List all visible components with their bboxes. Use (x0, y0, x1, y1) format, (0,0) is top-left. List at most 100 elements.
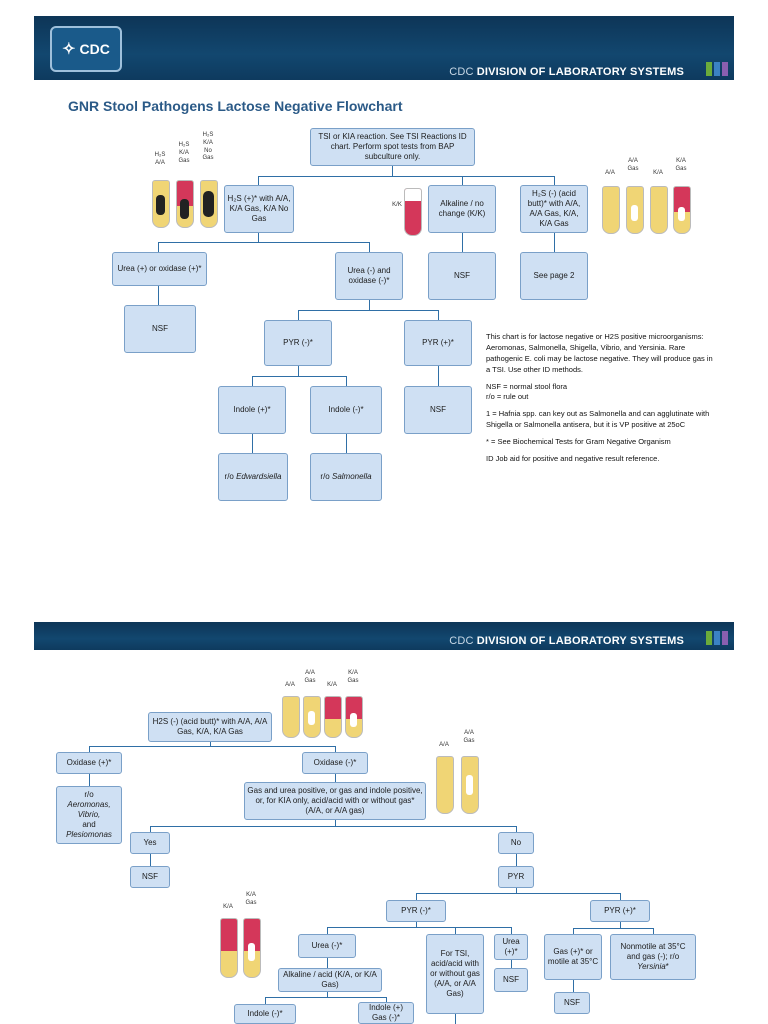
pyr-negative-box: PYR (-)* (264, 320, 332, 366)
tube-aa (602, 186, 620, 234)
connector (210, 742, 211, 746)
tube-ka-gas (345, 696, 363, 738)
connector (327, 958, 328, 968)
alkaline-acid-box: Alkaline / acid (K/A, or K/A Gas) (278, 968, 382, 992)
tube-label: K/A (223, 904, 233, 910)
tube-label: K/A (327, 682, 337, 688)
note-hafnia: 1 = Hafnia spp. can key out as Salmonell… (486, 409, 710, 430)
h2s-positive-box: H₂S (+)* with A/A, K/A Gas, K/A No Gas (224, 185, 294, 233)
tube-label: A/A (285, 682, 295, 688)
tube-aa (436, 756, 454, 814)
connector (416, 893, 620, 894)
connector (89, 746, 90, 752)
oxidase-negative-box: Oxidase (-)* (302, 752, 368, 774)
tube-label: A/A Gas (304, 670, 316, 684)
tube-label: A/A Gas (627, 158, 639, 172)
connector (392, 166, 393, 176)
pyr-negative-box: PYR (-)* (386, 900, 446, 922)
nsf-box: NSF (404, 386, 472, 434)
connector (462, 176, 463, 185)
connector (573, 928, 574, 934)
tube-aa-gas (303, 696, 321, 738)
tube-kk (404, 188, 422, 236)
connector (252, 376, 253, 386)
gas-urea-box: Gas and urea positive, or gas and indole… (244, 782, 426, 820)
gas-positive-box: Gas (+)* or motile at 35°C (544, 934, 602, 980)
nsf-box: NSF (130, 866, 170, 888)
nsf-box: NSF (554, 992, 590, 1014)
connector (346, 434, 347, 453)
connector (150, 826, 516, 827)
connector (369, 242, 370, 252)
tube-label: K/A (653, 170, 663, 176)
connector (298, 310, 438, 311)
tube-label: H₂S K/A Gas (178, 142, 190, 164)
see-page-2-box: See page 2 (520, 252, 588, 300)
note-abbrev: NSF = normal stool flora r/o = rule out (486, 381, 568, 402)
tube-label: K/A Gas (347, 670, 359, 684)
note-job-aid: ID Job aid for positive and negative res… (486, 453, 660, 463)
connector (89, 746, 335, 747)
connector (327, 927, 328, 934)
color-bars (706, 62, 728, 76)
for-tsi-box: For TSI, acid/acid with or without gas (… (426, 934, 484, 1014)
nsf-box: NSF (428, 252, 496, 300)
tube-aa-gas (461, 756, 479, 814)
connector (653, 928, 654, 934)
tube-h2s-ka-gas (176, 180, 194, 228)
connector (258, 233, 259, 242)
connector (150, 826, 151, 832)
connector (89, 774, 90, 786)
indole-positive-box: Indole (+)* (218, 386, 286, 434)
connector (298, 366, 299, 376)
connector (327, 992, 328, 997)
tube-ka (220, 918, 238, 978)
connector (455, 927, 456, 934)
tube-label: H₂S A/A (154, 152, 166, 166)
connector (620, 893, 621, 900)
connector (335, 820, 336, 826)
connector (554, 233, 555, 252)
rule-out-vibrio-box: r/o Aeromonas, Vibrio, and Plesiomonas (56, 786, 122, 844)
connector (462, 233, 463, 252)
connector (455, 1014, 456, 1024)
urea-negative-box: Urea (-) and oxidase (-)* (335, 252, 403, 300)
note-scope: This chart is for lactose negative or H2… (486, 332, 713, 374)
connector (438, 310, 439, 320)
tube-ka-gas (243, 918, 261, 978)
tube-h2s-ka-nogas (200, 180, 218, 228)
connector (573, 928, 653, 929)
rule-out-edwardsiella-box: r/o Edwardsiella (218, 453, 288, 501)
connector (265, 997, 266, 1004)
connector (258, 176, 259, 185)
tube-ka (650, 186, 668, 234)
connector (438, 366, 439, 386)
indole-positive-box: Indole (+) Gas (-)* (358, 1002, 414, 1024)
pyr-positive-box: PYR (+)* (590, 900, 650, 922)
connector (346, 376, 347, 386)
tube-label: K/A Gas (245, 892, 257, 906)
tsi-kia-box: TSI or KIA reaction. See TSI Reactions I… (310, 128, 475, 166)
nsf-box: NSF (124, 305, 196, 353)
connector (416, 922, 417, 927)
pyr-positive-box: PYR (+)* (404, 320, 472, 366)
connector (298, 310, 299, 320)
tube-label: H₂S K/A No Gas (202, 132, 214, 162)
indole-negative-box: Indole (-)* (234, 1004, 296, 1024)
notes-panel: This chart is for lactose negative or H2… (486, 332, 714, 471)
connector (511, 960, 512, 968)
connector (335, 774, 336, 782)
connector (369, 300, 370, 310)
h2s-negative-box: H₂S (-) (acid butt)* with A/A, A/A Gas, … (520, 185, 588, 233)
cdc-logo: ✧CDC (50, 26, 122, 72)
yes-box: Yes (130, 832, 170, 854)
connector (158, 242, 369, 243)
connector (258, 176, 554, 177)
tube-h2s-aa (152, 180, 170, 228)
tube-ka-gas (673, 186, 691, 234)
connector (516, 888, 517, 893)
